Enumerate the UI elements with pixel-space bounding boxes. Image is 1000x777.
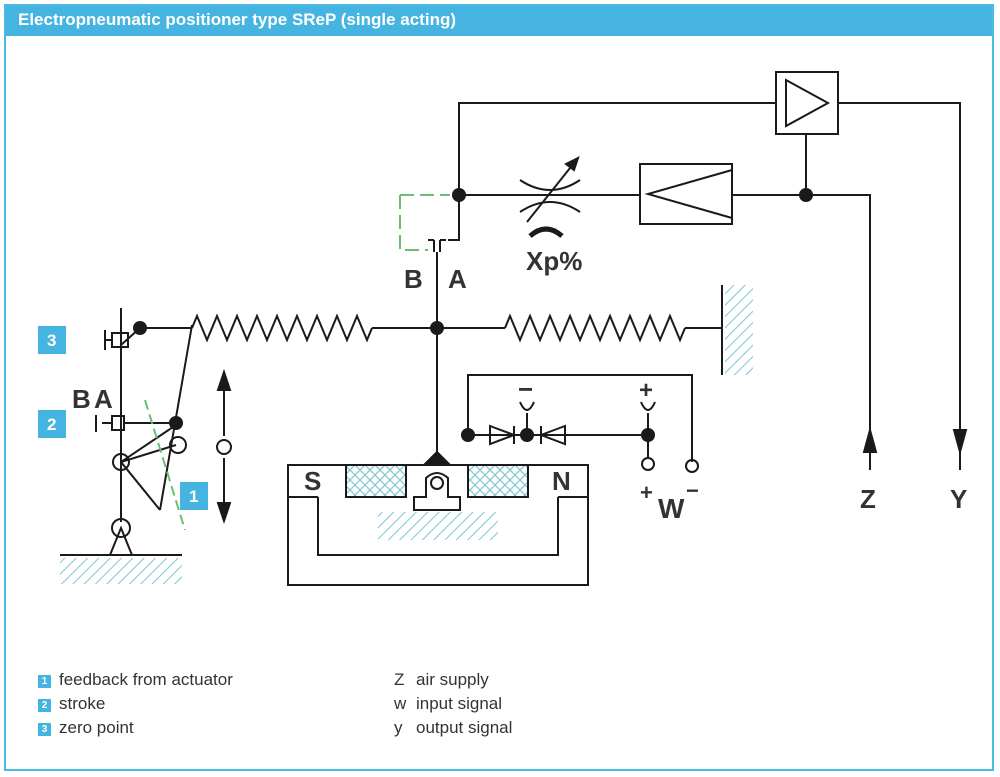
amplifier-triangle-icon (785, 78, 831, 128)
legend-text-3: zero point (59, 718, 134, 737)
label-minus-top: − (518, 374, 533, 404)
wall-hatch (725, 285, 753, 375)
legend-item-zero-point: 3 zero point (38, 717, 134, 739)
legend-text-2: stroke (59, 694, 106, 713)
z-arrowhead-icon (862, 426, 878, 453)
y-arrowhead-icon (952, 429, 968, 456)
node-top-left (452, 188, 466, 202)
node-lever-mid (169, 416, 183, 430)
legend-badge-2: 2 (38, 699, 51, 712)
label-b-left: B (72, 384, 91, 414)
output-line (458, 102, 776, 195)
magnet-inner (317, 497, 559, 556)
w-plus-terminal (641, 457, 655, 471)
zero-point-adjuster-icon (104, 330, 129, 350)
nozzle-line (448, 195, 460, 241)
legend-text-y: output signal (416, 718, 513, 737)
left-spring (191, 313, 373, 343)
label-plus-w: + (640, 480, 653, 505)
box-3 (38, 326, 66, 354)
label-plus-top: + (639, 377, 653, 404)
coil-loop-wire (467, 374, 693, 462)
stroke-arrow-down-icon (216, 502, 232, 525)
label-b-top: B (404, 264, 423, 294)
cam-roller (169, 436, 187, 454)
coil-right (467, 464, 529, 498)
armature-pivot-icon (413, 472, 461, 511)
legend-item-output-signal: y output signal (394, 717, 512, 739)
box-2-label: 2 (47, 415, 56, 434)
stroke-adjuster-icon (95, 415, 172, 432)
box-2 (38, 410, 66, 438)
node-lever-top (133, 321, 147, 335)
diode-right-icon (538, 424, 566, 446)
label-a-top: A (448, 264, 467, 294)
green-lever-guide (144, 399, 186, 531)
coil-left (345, 464, 407, 498)
box-1-label: 1 (189, 487, 198, 506)
legend-sym-z: Z (394, 670, 405, 689)
xp-arrowhead-icon (564, 156, 580, 172)
signal-line-right (732, 194, 871, 430)
legend-item-stroke: 2 stroke (38, 693, 105, 715)
legend-badge-1: 1 (38, 675, 51, 688)
ground-hatch-left (60, 558, 182, 584)
right-spring (504, 313, 686, 343)
lever-cam (120, 424, 177, 511)
label-a-left: A (94, 384, 113, 414)
xp-adjuster-arrow (526, 157, 579, 223)
box-3-label: 3 (47, 331, 56, 350)
label-y: Y (950, 484, 967, 514)
green-air-path (399, 194, 450, 251)
legend-text-w: input signal (416, 694, 503, 713)
w-minus-terminal (685, 459, 699, 473)
legend-badge-3: 3 (38, 723, 51, 736)
legend-sym-w: w (394, 694, 407, 713)
armature-pin (430, 476, 444, 490)
xp-dial-icon (528, 226, 564, 238)
title-bar: Electropneumatic positioner type SReP (s… (4, 4, 994, 36)
box-1 (180, 482, 208, 510)
lever-pivot-top (112, 453, 130, 471)
node-coil-left (461, 428, 475, 442)
diode-left-icon (489, 424, 517, 446)
node-top-right (799, 188, 813, 202)
legend-text-z: air supply (416, 670, 489, 689)
stroke-arrow-center (216, 439, 232, 455)
node-diode-mid (520, 428, 534, 442)
label-n: N (552, 466, 571, 496)
output-y-line (838, 102, 961, 430)
label-z: Z (860, 484, 876, 514)
xp-adjuster-curve-top (519, 179, 581, 191)
stroke-arrow-up-icon (216, 368, 232, 391)
armature-tip-icon (421, 450, 453, 466)
legend-item-feedback: 1 feedback from actuator (38, 669, 233, 691)
xp-adjuster-curve-bottom (519, 201, 581, 213)
legend-text-1: feedback from actuator (59, 670, 233, 689)
lever-pivot-bottom (111, 518, 131, 538)
converter-box (639, 163, 733, 225)
node-spring-center (430, 321, 444, 335)
legend-item-input-signal: w input signal (394, 693, 502, 715)
label-minus-w: − (686, 478, 699, 503)
ground-hatch-armature (378, 512, 498, 540)
diagram-frame (4, 4, 994, 771)
node-plus (641, 428, 655, 442)
label-s: S (304, 466, 321, 496)
converter-wedge-icon (644, 169, 733, 219)
nozzle-icon (428, 239, 446, 252)
label-xp: Xp% (526, 246, 582, 276)
label-w: W (658, 493, 685, 524)
ground-support-icon (109, 525, 133, 556)
legend-sym-y: y (394, 718, 403, 737)
diagram-title: Electropneumatic positioner type SReP (s… (18, 10, 456, 29)
